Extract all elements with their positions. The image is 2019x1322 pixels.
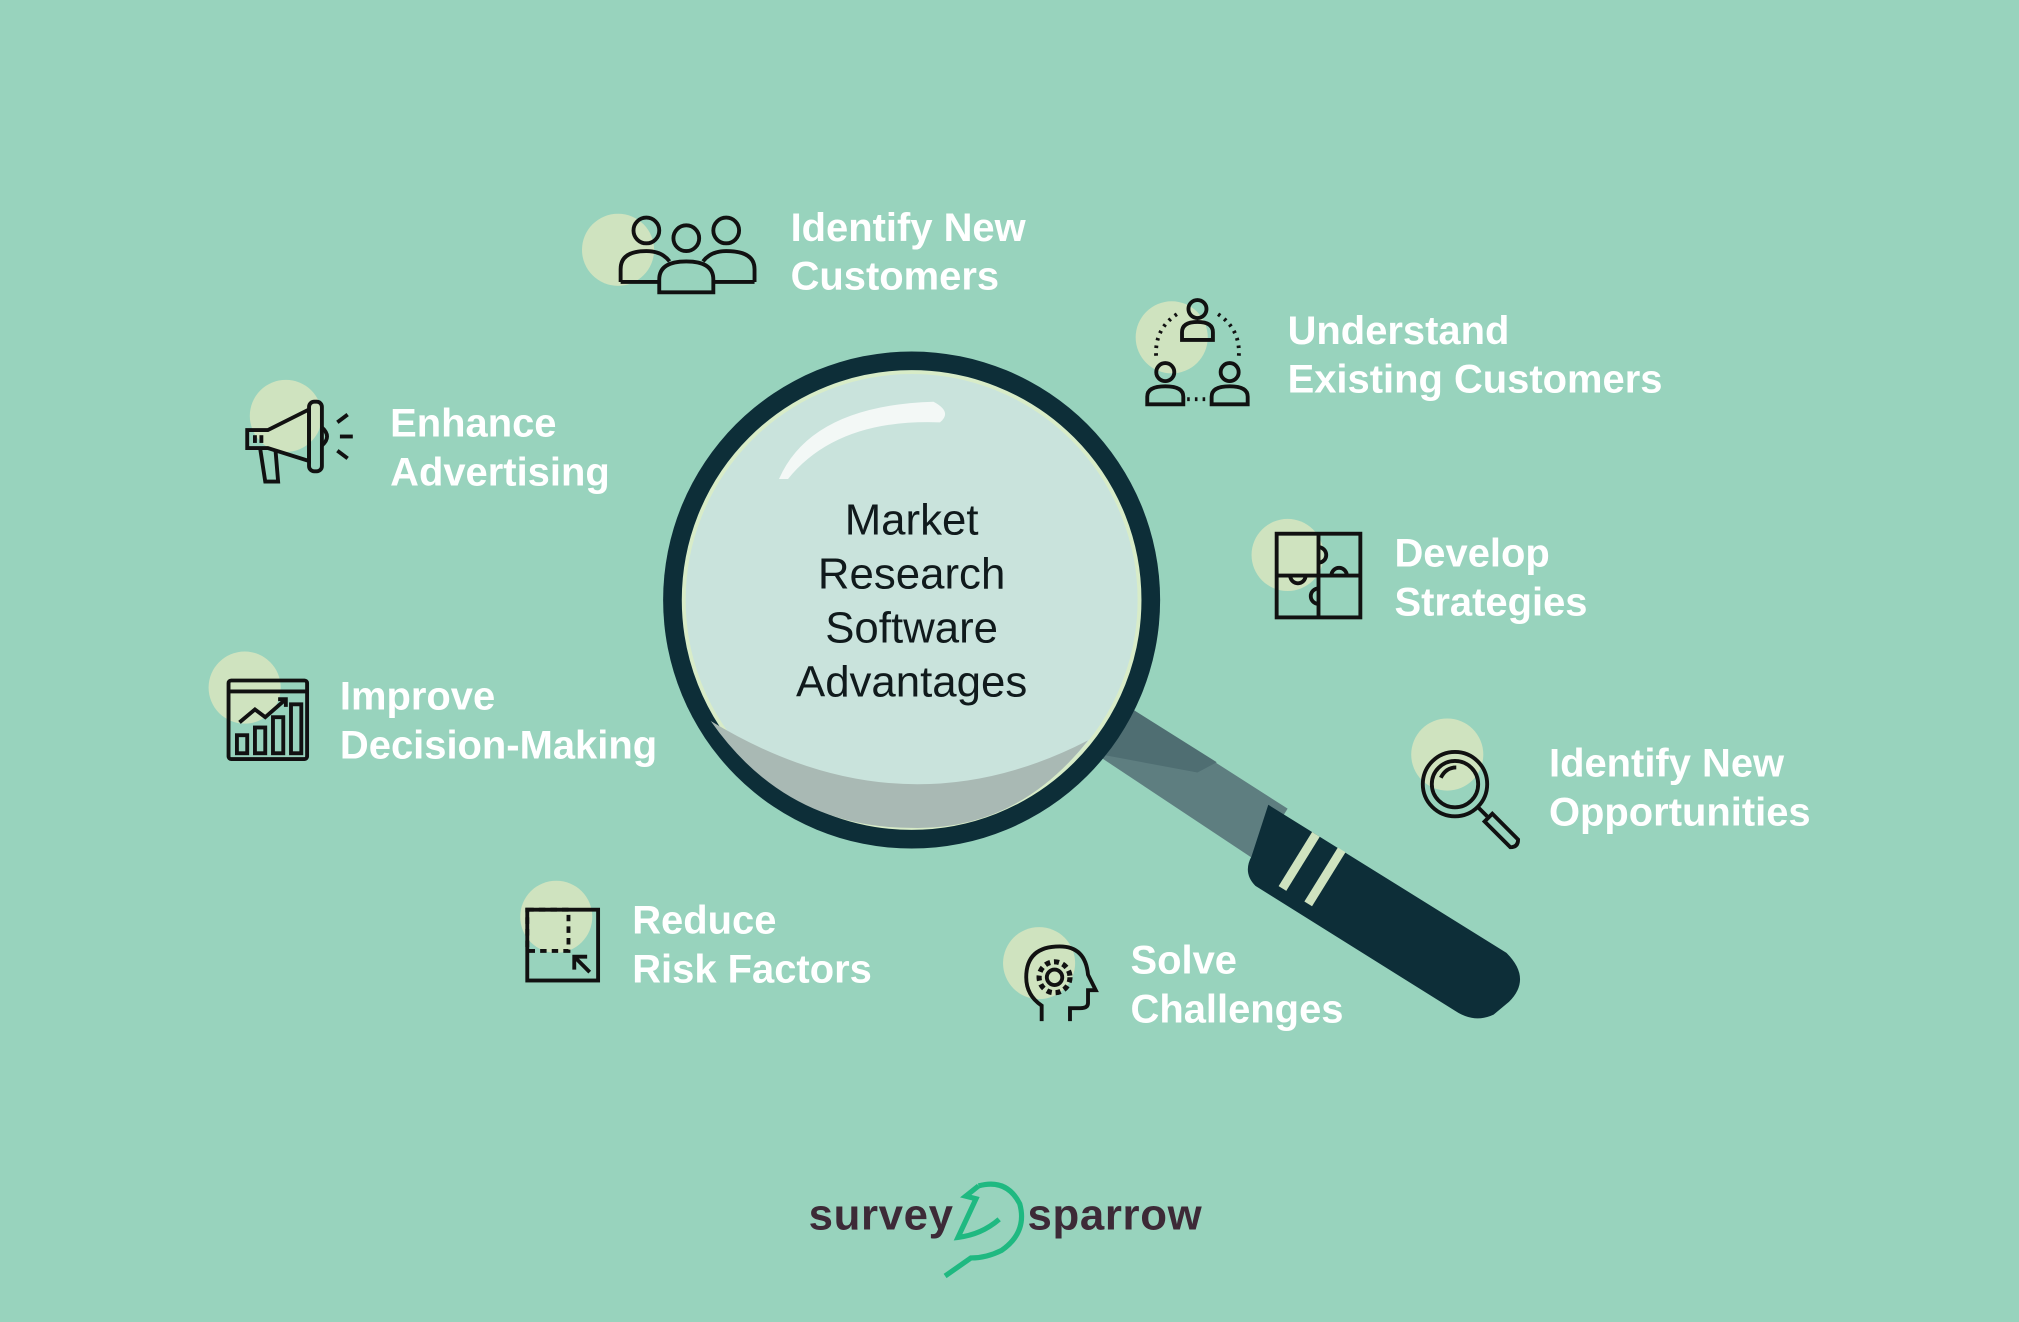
item-identify-new-customers: Identify New Customers [791, 203, 1026, 301]
accent-blob [208, 651, 281, 724]
title-line: Research [817, 549, 1006, 599]
item-label: Existing Customers [1287, 356, 1663, 402]
megaphone-icon [242, 397, 355, 487]
item-label: Solve [1130, 937, 1238, 983]
title-line: Market [844, 495, 979, 545]
people-group-icon [618, 212, 757, 295]
accent-blob [1251, 518, 1324, 592]
item-understand-existing-customers: Understand Existing Customers [1288, 306, 1663, 404]
item-improve-decision-making: Improve Decision-Making [340, 672, 657, 770]
logo-text-survey: survey [808, 1191, 954, 1240]
accent-blob [1135, 301, 1208, 374]
surveysparrow-logo: survey sparrow [806, 1178, 1218, 1281]
logo-text-sparrow: sparrow [1027, 1191, 1203, 1240]
item-identify-new-opportunities: Identify New Opportunities [1549, 739, 1811, 837]
item-label: Challenges [1130, 986, 1344, 1032]
item-label: Improve [339, 673, 496, 719]
item-label: Opportunities [1548, 789, 1811, 835]
item-develop-strategies: Develop Strategies [1394, 529, 1587, 627]
item-label: Advertising [390, 449, 610, 495]
resize-shrink-icon [525, 907, 601, 983]
item-label: Strategies [1394, 579, 1588, 625]
center-title: Market Research Software Advantages [718, 493, 1104, 709]
title-line: Software [825, 603, 999, 653]
head-gear-icon [1024, 944, 1099, 1024]
sparrow-bird-icon [943, 1181, 1025, 1279]
item-label: Enhance [390, 400, 557, 446]
magnifier-handle [1094, 705, 1521, 1019]
item-enhance-advertising: Enhance Advertising [390, 399, 610, 497]
item-solve-challenges: Solve Challenges [1131, 936, 1344, 1034]
item-label: Identify New [790, 204, 1026, 250]
item-label: Risk Factors [632, 946, 872, 992]
item-label: Customers [790, 253, 1000, 299]
magnifier-icon [1420, 749, 1521, 850]
puzzle-icon [1274, 531, 1363, 620]
item-label: Decision-Making [339, 722, 658, 768]
item-label: Identify New [1548, 740, 1785, 786]
customer-cycle-icon [1143, 296, 1251, 407]
accent-blob [520, 880, 593, 953]
item-label: Understand [1287, 307, 1510, 353]
chart-window-icon [226, 678, 310, 761]
title-line: Advantages [795, 657, 1028, 707]
item-label: Develop [1394, 530, 1550, 576]
item-reduce-risk-factors: Reduce Risk Factors [632, 896, 872, 994]
item-label: Reduce [632, 897, 777, 943]
